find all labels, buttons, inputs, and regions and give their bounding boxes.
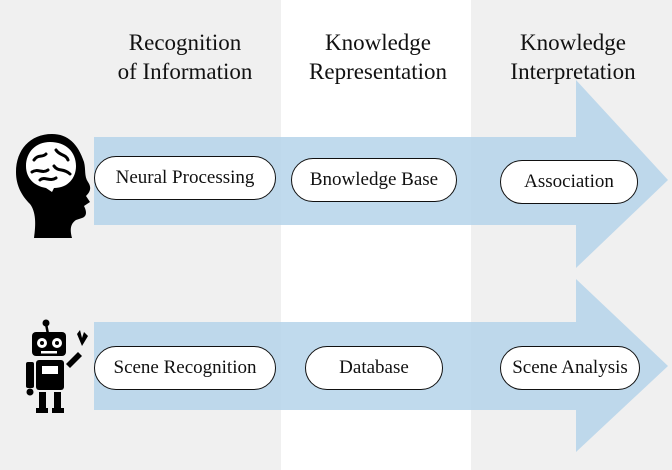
- human-head-brain-icon: [16, 134, 91, 238]
- node-association: Association: [500, 160, 638, 204]
- column-header-line2: Representation: [309, 59, 447, 84]
- column-header-line1: Knowledge: [519, 30, 627, 55]
- node-neural-processing: Neural Processing: [94, 156, 276, 200]
- node-database: Database: [305, 346, 443, 390]
- column-header-line1: Recognition: [128, 30, 242, 55]
- column-header-interpretation: Knowledge Interpretation: [474, 28, 672, 86]
- node-knowledge-base: Bnowledge Base: [291, 158, 457, 202]
- node-scene-analysis: Scene Analysis: [500, 346, 640, 390]
- node-scene-recognition: Scene Recognition: [94, 346, 276, 390]
- column-header-line1: Knowledge: [324, 30, 432, 55]
- robot-icon: [26, 319, 88, 413]
- column-header-recognition: Recognition of Information: [90, 28, 280, 86]
- column-header-line2: of Information: [117, 59, 253, 84]
- column-header-line2: Interpretation: [510, 59, 636, 84]
- column-header-representation: Knowledge Representation: [285, 28, 471, 86]
